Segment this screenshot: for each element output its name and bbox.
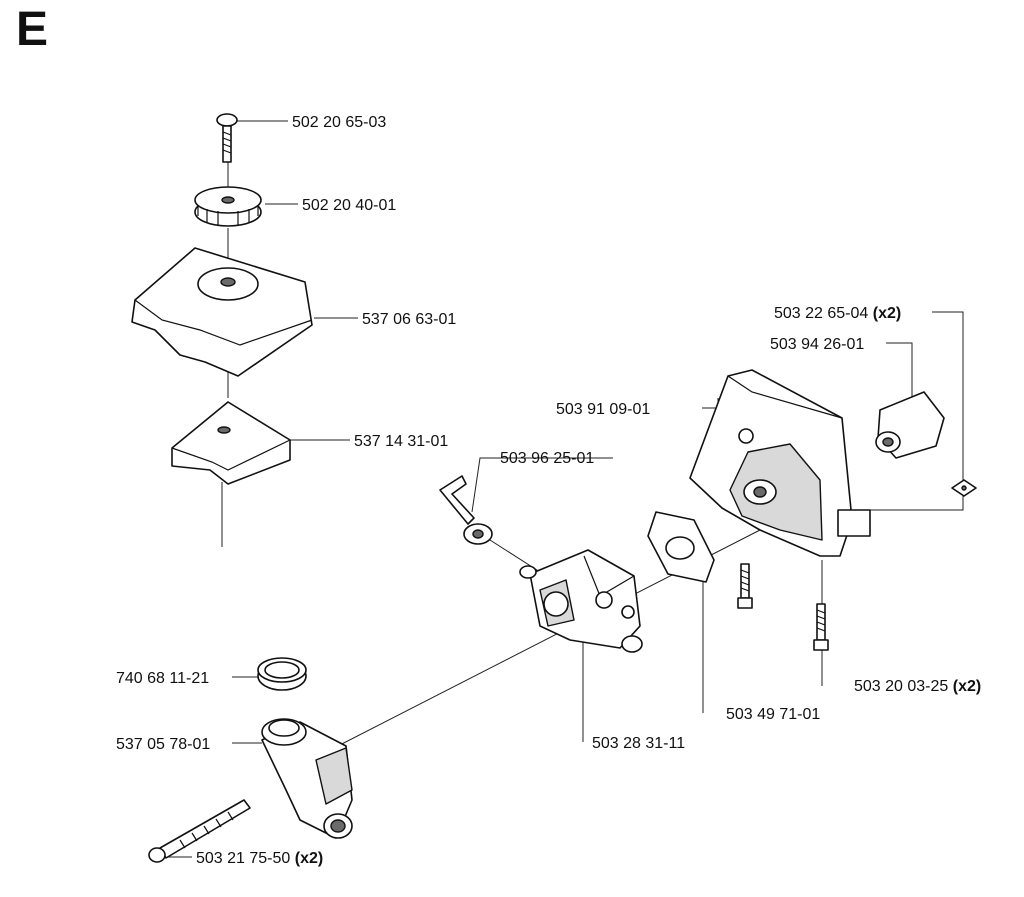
screws-part-503-20-03-25	[737, 563, 829, 651]
carburetor-part-503-28-31-11	[519, 549, 643, 653]
part-label: 537 06 63-01	[362, 311, 456, 328]
washer-part-503-22-65-04	[951, 479, 977, 497]
part-label: 503 21 75-50 (x2)	[196, 850, 323, 867]
ring-part-740-68-11-21	[257, 657, 307, 691]
part-label: 503 20 03-25 (x2)	[854, 678, 981, 695]
filter-part-537-14-31-01	[171, 401, 291, 485]
part-label: 502 20 40-01	[302, 197, 396, 214]
link-part-503-96-25-01	[439, 475, 493, 545]
part-label: 537 05 78-01	[116, 736, 210, 753]
bolt-part-503-21-75-50	[148, 799, 251, 863]
housing-part-503-91-09-01	[689, 369, 871, 557]
knob-part-502-20-40-01	[194, 186, 262, 227]
part-labels: 502 20 65-03 502 20 40-01 537 06 63-01 5…	[116, 114, 981, 867]
part-label: 502 20 65-03	[292, 114, 386, 131]
part-label: 503 22 65-04 (x2)	[774, 305, 901, 322]
part-label: 503 28 31-11	[592, 735, 685, 752]
screw-part-502-20-65-03	[216, 113, 238, 163]
cap-part-503-94-26-01	[875, 391, 945, 459]
part-label: 503 49 71-01	[726, 706, 820, 723]
part-label: 740 68 11-21	[116, 670, 209, 687]
part-label: 503 91 09-01	[556, 401, 650, 418]
part-label: 503 94 26-01	[770, 336, 864, 353]
gasket-part-503-49-71-01	[647, 511, 715, 583]
part-label: 537 14 31-01	[354, 433, 448, 450]
intake-part-537-05-78-01	[261, 718, 353, 839]
section-letter: E	[16, 3, 49, 56]
cover-part-537-06-63-01	[131, 247, 313, 377]
part-label: 503 96 25-01	[500, 450, 594, 467]
